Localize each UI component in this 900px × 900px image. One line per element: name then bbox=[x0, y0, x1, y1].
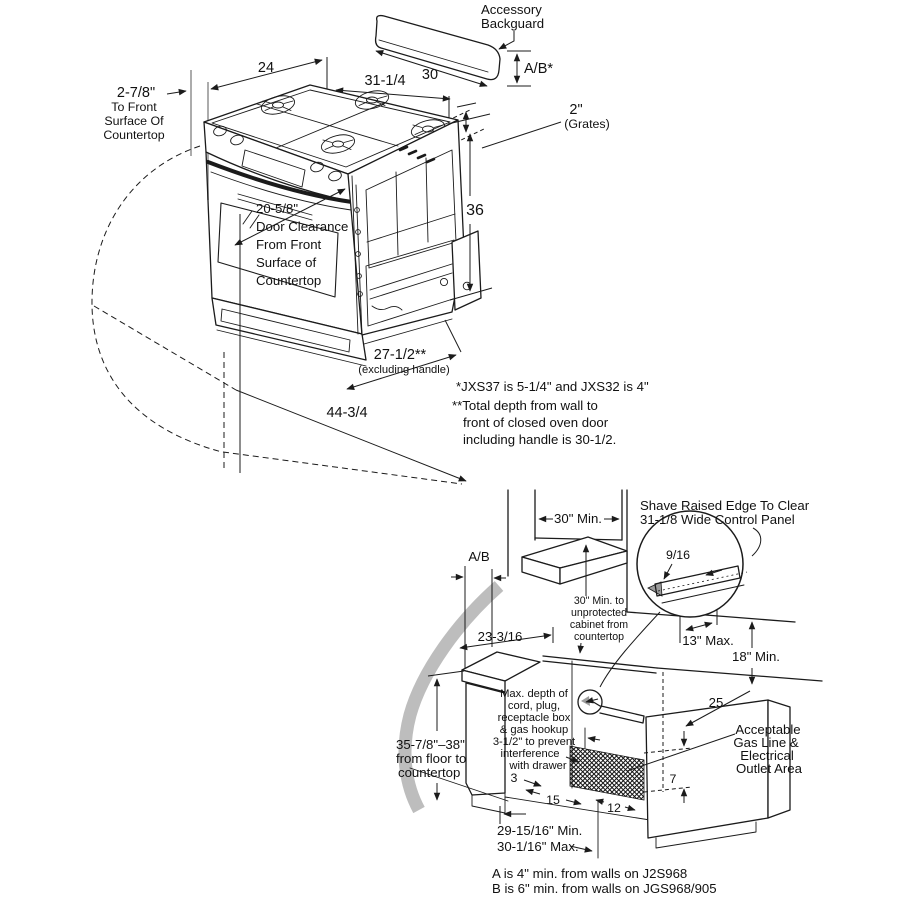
dim-31-label: 31-1/4 bbox=[364, 73, 405, 89]
wall-band bbox=[398, 581, 504, 814]
dim-2-label: 2" bbox=[569, 102, 582, 118]
grates-label: (Grates) bbox=[564, 117, 609, 131]
burner-grates bbox=[260, 90, 446, 154]
door-clearance-4: Surface of bbox=[256, 255, 316, 270]
cabinet-note-2: unprotected bbox=[571, 607, 627, 619]
outlet-area bbox=[569, 672, 736, 801]
door-clearance-1: 20-5/8" bbox=[256, 201, 298, 216]
max-depth-1: Max. depth of bbox=[500, 688, 569, 700]
dim-13max-line bbox=[685, 621, 713, 632]
dim-3-label: 3 bbox=[511, 771, 518, 785]
range-hood bbox=[521, 536, 628, 585]
cabinet-note-3: cabinet from bbox=[570, 619, 628, 631]
cabinet-note-4: countertop bbox=[574, 631, 624, 643]
dim-44-line bbox=[235, 389, 467, 482]
dim-floor-group bbox=[427, 670, 465, 801]
dim-18min-label: 18" Min. bbox=[732, 649, 780, 664]
shave-note-1: Shave Raised Edge To Clear bbox=[640, 498, 810, 513]
outlet-label-1: Acceptable bbox=[735, 722, 800, 737]
max-depth-6: interference bbox=[500, 748, 559, 760]
door-clearance-leader bbox=[234, 188, 346, 246]
dim-7-label: 7 bbox=[670, 772, 677, 786]
dim-29-label-2: 30-1/16" Max. bbox=[497, 839, 579, 854]
dim-44-label: 44-3/4 bbox=[326, 405, 367, 421]
storage-drawer bbox=[211, 297, 367, 367]
dim-916-label: 9/16 bbox=[666, 548, 690, 562]
detail-circle bbox=[577, 510, 762, 715]
outlet-label-3: Electrical bbox=[740, 748, 794, 763]
front-clearance-4: Countertop bbox=[103, 128, 164, 142]
max-depth-3: receptacle box bbox=[498, 712, 571, 724]
footer-note-2: B is 6" min. from walls on JGS968/905 bbox=[492, 881, 717, 896]
max-depth-5: 3-1/2" to prevent bbox=[493, 736, 576, 748]
dim-ab-star bbox=[507, 50, 531, 87]
dim-36-group bbox=[447, 113, 493, 301]
dim-30-label: 30 bbox=[422, 67, 438, 83]
side-cutaway bbox=[347, 119, 482, 345]
floor-note-2: from floor to bbox=[396, 751, 466, 766]
backguard-leader bbox=[498, 31, 515, 50]
excl-handle-label: (excluding handle) bbox=[358, 364, 450, 376]
dim-ab-star-label: A/B* bbox=[524, 61, 553, 77]
upper-cabinet bbox=[507, 489, 628, 613]
front-clearance-arrow bbox=[166, 88, 187, 96]
dim-15-label: 15 bbox=[546, 793, 560, 807]
dim-24-label: 24 bbox=[258, 60, 274, 76]
dim-25-label: 25 bbox=[709, 695, 724, 710]
dim-ab-label: A/B bbox=[468, 549, 489, 564]
dim-27-label: 27-1/2** bbox=[374, 347, 427, 363]
clearance-arrow-vertical bbox=[577, 544, 590, 654]
top-diagram-range-isometric: Accessory Backguard 30 A/B* 24 31-1/4 2"… bbox=[91, 2, 649, 485]
note-depth-2: front of closed oven door bbox=[463, 415, 609, 430]
dim-13max-label: 13" Max. bbox=[682, 633, 734, 648]
floor-note-1: 35-7/8"–38" bbox=[396, 737, 465, 752]
max-depth-4: & gas hookup bbox=[500, 724, 568, 736]
shave-note-2: 31-1/8 Wide Control Panel bbox=[640, 512, 795, 527]
floor-note-3: countertop bbox=[398, 765, 460, 780]
left-counter-cabinet bbox=[409, 651, 651, 821]
outlet-label-4: Outlet Area bbox=[736, 761, 803, 776]
backguard-label-2: Backguard bbox=[481, 16, 544, 31]
dim-25-line bbox=[685, 690, 751, 727]
backguard-label-1: Accessory bbox=[481, 2, 542, 17]
dim-30min-label: 30" Min. bbox=[554, 511, 602, 526]
outlet-label-2: Gas Line & bbox=[733, 735, 798, 750]
note-jxs: *JXS37 is 5-1/4" and JXS32 is 4" bbox=[456, 379, 649, 394]
dim-36-label: 36 bbox=[466, 202, 484, 219]
dim-23-group bbox=[459, 627, 554, 651]
small-dims bbox=[523, 731, 688, 812]
note-depth-3: including handle is 30-1/2. bbox=[463, 432, 616, 447]
dim-29-group bbox=[499, 806, 593, 853]
front-clearance-3: Surface Of bbox=[104, 114, 164, 128]
footer-note-1: A is 4" min. from walls on J2S968 bbox=[492, 866, 687, 881]
door-clearance-5: Countertop bbox=[256, 273, 321, 288]
note-depth-1: **Total depth from wall to bbox=[452, 398, 598, 413]
dim-23-label: 23-3/16 bbox=[478, 629, 523, 644]
max-depth-2: cord, plug, bbox=[508, 700, 560, 712]
dim-30-line bbox=[375, 50, 488, 87]
right-base-cabinet bbox=[597, 699, 791, 859]
door-clearance-2: Door Clearance bbox=[256, 219, 348, 234]
front-clearance-2: To Front bbox=[111, 100, 157, 114]
bottom-diagram-cabinet-cutout: 30" Min. Shave Raised Edge To Clear 31-1… bbox=[396, 489, 823, 896]
countertop-right bbox=[542, 655, 823, 789]
dim-12-label: 12 bbox=[607, 801, 621, 815]
door-swing-arc bbox=[91, 145, 463, 485]
door-clearance-3: From Front bbox=[256, 237, 322, 252]
dim-27-group bbox=[346, 319, 462, 390]
dim-29-label-1: 29-15/16" Min. bbox=[497, 823, 582, 838]
cabinet-note-1: 30" Min. to bbox=[574, 595, 624, 607]
max-depth-7: with drawer bbox=[508, 760, 566, 772]
front-clearance-1: 2-7/8" bbox=[117, 85, 155, 101]
